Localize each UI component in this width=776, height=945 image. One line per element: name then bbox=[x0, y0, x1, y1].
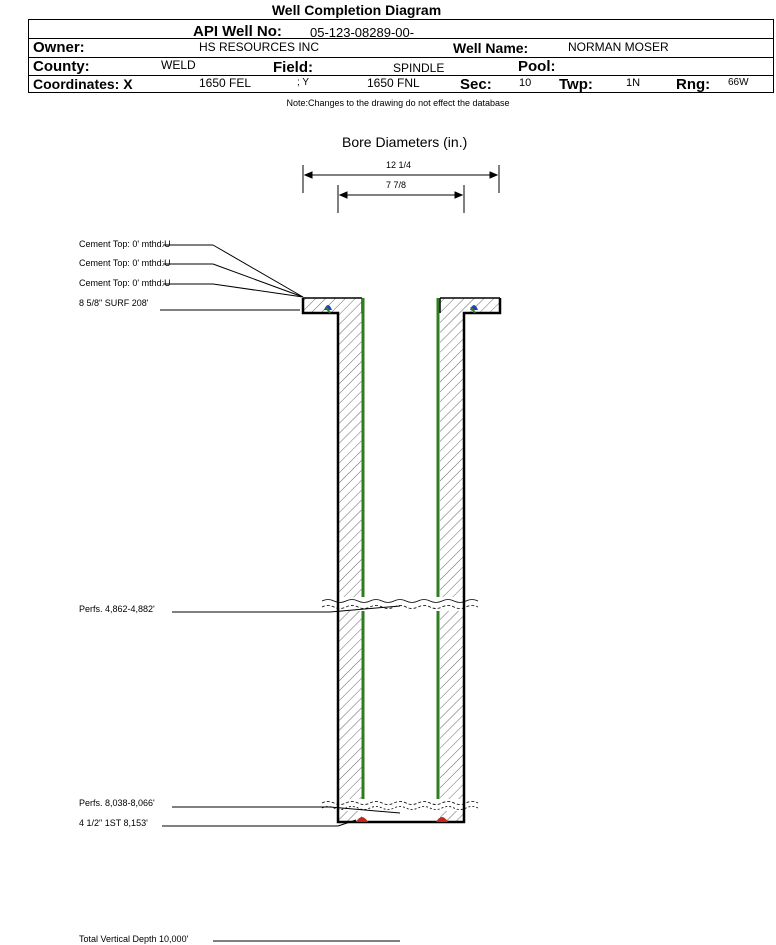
coord-x-value: 1650 FEL bbox=[199, 76, 252, 90]
owner-label: Owner: bbox=[33, 39, 85, 56]
sec-value: 10 bbox=[519, 77, 532, 89]
annulus-cement bbox=[338, 313, 464, 822]
outer-bore-label: 12 1/4 bbox=[386, 160, 412, 170]
twp-value: 1N bbox=[626, 77, 641, 89]
pool-label: Pool: bbox=[518, 58, 556, 75]
api-value: 05-123-08289-00- bbox=[310, 25, 415, 40]
field-label: Field: bbox=[273, 59, 313, 76]
database-note: Note:Changes to the drawing do not effec… bbox=[286, 98, 510, 108]
coord-x-label: Coordinates: X bbox=[33, 76, 133, 92]
outer-bore-dimension bbox=[302, 165, 500, 193]
annotation-leaders bbox=[160, 244, 401, 942]
header-divider bbox=[29, 75, 773, 76]
coord-y-value: 1650 FNL bbox=[367, 76, 420, 90]
cement-top-label: Cement Top: 0' mthd:U bbox=[79, 258, 171, 268]
production-casing-label: 4 1/2" 1ST 8,153' bbox=[79, 818, 148, 828]
sec-label: Sec: bbox=[460, 76, 492, 93]
perforations-label: Perfs. 4,862-4,882' bbox=[79, 604, 155, 614]
rng-value: 66W bbox=[728, 77, 749, 88]
field-value: SPINDLE bbox=[393, 61, 445, 75]
well-name-label: Well Name: bbox=[453, 40, 529, 56]
api-label: API Well No: bbox=[193, 23, 282, 40]
total-depth-label: Total Vertical Depth 10,000' bbox=[79, 934, 189, 944]
twp-label: Twp: bbox=[559, 76, 593, 93]
bore-diameters-title: Bore Diameters (in.) bbox=[342, 134, 468, 150]
county-label: County: bbox=[33, 58, 90, 75]
header-divider bbox=[29, 57, 773, 58]
cement-shoe bbox=[324, 305, 478, 822]
cement-top-label: Cement Top: 0' mthd:U bbox=[79, 278, 171, 288]
borehole-outline bbox=[301, 298, 502, 824]
county-value: WELD bbox=[161, 58, 196, 72]
header-divider bbox=[29, 38, 773, 39]
owner-value: HS RESOURCES INC bbox=[199, 40, 320, 54]
perforation-zone bbox=[321, 597, 482, 611]
surface-casing-label: 8 5/8" SURF 208' bbox=[79, 298, 149, 308]
well-name-value: NORMAN MOSER bbox=[568, 40, 669, 54]
perforation-zone bbox=[321, 799, 482, 811]
rng-label: Rng: bbox=[676, 76, 711, 93]
header-table: API Well No: 05-123-08289-00- Owner: HS … bbox=[28, 19, 774, 93]
inner-bore-dimension bbox=[337, 185, 465, 213]
surface-cement bbox=[303, 298, 500, 313]
inner-bore-label: 7 7/8 bbox=[386, 180, 407, 190]
coord-y-label: ; Y bbox=[297, 77, 310, 88]
cement-top-label: Cement Top: 0' mthd:U bbox=[79, 239, 171, 249]
production-casing bbox=[361, 298, 440, 799]
perforations-label: Perfs. 8,038-8,066' bbox=[79, 798, 155, 808]
diagram-title: Well Completion Diagram bbox=[271, 2, 442, 18]
